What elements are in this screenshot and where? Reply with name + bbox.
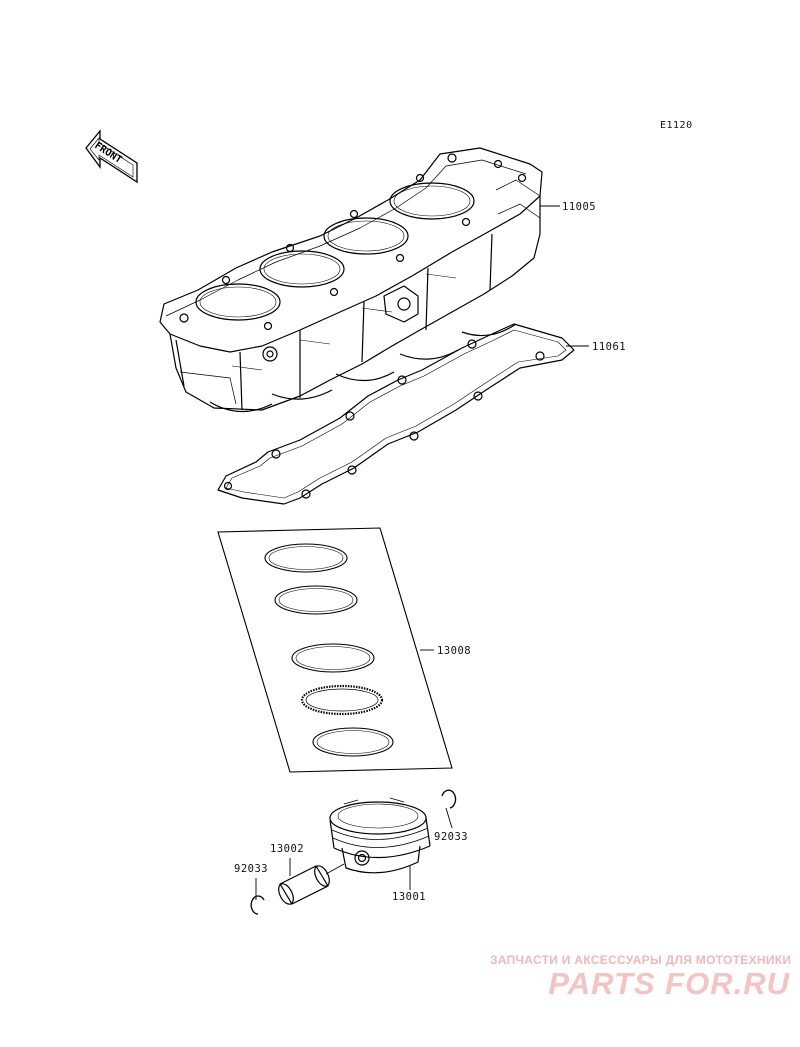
piston-ring-second: [274, 585, 358, 615]
part-number-cylinder: 11005: [562, 201, 596, 213]
cylinder-bore-3: [323, 217, 409, 255]
ring-set-box: [217, 527, 453, 773]
part-number-piston: 13001: [392, 891, 426, 903]
front-arrow-icon: FRONT: [85, 129, 138, 184]
watermark-tagline: ЗАПЧАСТИ И АКСЕССУАРЫ ДЛЯ МОТОТЕХНИКИ: [490, 953, 792, 967]
piston-pin: [278, 863, 345, 905]
part-number-snap-ring-left: 92033: [234, 863, 268, 875]
part-number-head-gasket: 11061: [592, 341, 626, 353]
piston-ring-expander: [300, 684, 384, 716]
cylinder-bore-4: [389, 182, 475, 220]
watermark-brand: PARTS FOR.RU: [548, 966, 790, 1001]
cylinder-bore-2: [259, 250, 345, 288]
part-number-ring-set: 13008: [437, 645, 471, 657]
head-gasket: [217, 323, 575, 505]
piston-ring-oil-rail-top: [291, 643, 375, 673]
part-number-piston-pin: 13002: [270, 843, 304, 855]
piston-ring-top: [264, 543, 348, 573]
piston-ring-oil-rail-bottom: [312, 727, 394, 757]
cylinder-bore-1: [195, 283, 281, 321]
diagram-reference-code: E1120: [660, 120, 693, 131]
cylinder-block: [159, 147, 543, 413]
snap-ring-right: [441, 789, 457, 809]
snap-ring-left: [250, 895, 265, 915]
piston: [329, 797, 431, 874]
part-number-snap-ring-right: 92033: [434, 831, 468, 843]
leader-lines: [255, 205, 589, 900]
